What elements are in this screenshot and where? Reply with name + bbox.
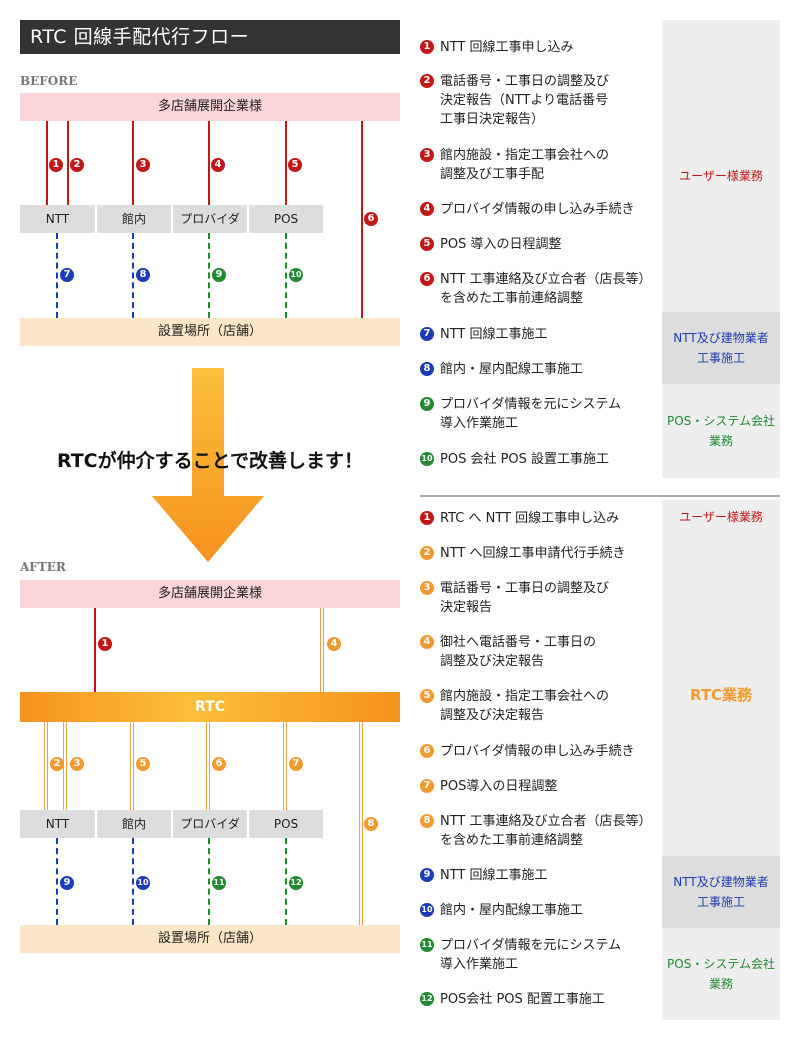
improvement-caption: RTCが仲介することで改善します！	[56, 450, 364, 472]
before-item-2: 2 電話番号・工事日の調整及び 決定報告（NTTより電話番号 工事日決定報告）	[420, 72, 662, 130]
after-line-1	[94, 608, 96, 692]
page-title: RTC 回線手配代行フロー	[20, 20, 400, 54]
before-line-1	[46, 121, 48, 205]
before-comp-provider: プロバイダ	[173, 205, 247, 233]
after-item-3: 3 電話番号・工事日の調整及び 決定報告	[420, 579, 662, 619]
after-marker-4: 4	[327, 637, 341, 651]
after-marker-8: 8	[364, 817, 378, 831]
before-comp-pos: POS	[249, 205, 323, 233]
after-marker-1: 1	[98, 637, 112, 651]
before-comp-ntt: NTT	[20, 205, 95, 233]
before-marker-3: 3	[136, 158, 150, 172]
after-line-4	[320, 608, 324, 692]
rtc-band: RTC	[20, 692, 400, 722]
after-item-4: 4 御社へ電話番号・工事日の 調整及び決定報告	[420, 633, 662, 673]
before-item-3: 3 館内施設・指定工事会社への 調整及び工事手配	[420, 146, 662, 186]
after-marker-9: 9	[60, 876, 74, 890]
after-marker-2: 2	[50, 757, 64, 771]
before-dash-9	[208, 233, 210, 318]
after-comp-provider: プロバイダ	[173, 810, 247, 838]
after-destination: 設置場所（店舗）	[20, 925, 400, 953]
after-item-2: 2 NTT へ回線工事申請代行手続き	[420, 544, 662, 564]
before-marker-4: 4	[211, 158, 225, 172]
before-item-8: 8 館内・屋内配線工事施工	[420, 360, 662, 380]
after-cat-pos: POS・システム会社 業務	[662, 928, 780, 1020]
before-marker-8: 8	[136, 268, 150, 282]
after-dash-12	[285, 838, 287, 925]
after-line-6	[206, 722, 210, 810]
before-line-2	[67, 121, 69, 205]
list-separator	[420, 495, 780, 497]
after-cat-rtc: RTC業務	[662, 534, 780, 856]
after-comp-pos: POS	[249, 810, 323, 838]
before-item-7: 7 NTT 回線工事施工	[420, 325, 662, 345]
after-cat-user: ユーザー様業務	[662, 500, 780, 534]
before-item-1: 1 NTT 回線工事申し込み	[420, 38, 662, 58]
before-marker-7: 7	[60, 268, 74, 282]
after-item-6: 6 プロバイダ情報の申し込み手続き	[420, 742, 662, 762]
after-marker-5: 5	[136, 757, 150, 771]
before-marker-5: 5	[288, 158, 302, 172]
after-dash-11	[208, 838, 210, 925]
after-item-5: 5 館内施設・指定工事会社への 調整及び決定報告	[420, 687, 662, 727]
before-line-3	[132, 121, 134, 205]
after-dash-9	[56, 838, 58, 925]
before-cat-user: ユーザー様業務	[662, 20, 780, 332]
after-item-1: 1 RTC へ NTT 回線工事申し込み	[420, 509, 662, 529]
after-dash-10	[132, 838, 134, 925]
before-marker-2: 2	[70, 158, 84, 172]
after-cat-ntt: NTT及び建物業者 工事施工	[662, 856, 780, 928]
after-line-7	[283, 722, 287, 810]
before-cat-ntt: NTT及び建物業者 工事施工	[662, 312, 780, 384]
after-line-5	[130, 722, 134, 810]
before-label: BEFORE	[20, 74, 78, 88]
after-item-11: 11 プロバイダ情報を元にシステム 導入作業施工	[420, 938, 622, 972]
before-line-6	[361, 121, 363, 318]
after-marker-12: 12	[289, 876, 303, 890]
before-item-4: 4 プロバイダ情報の申し込み手続き	[420, 200, 662, 220]
before-top-band: 多店舗展開企業様	[20, 93, 400, 121]
before-item-10: 10 POS 会社 POS 設置工事施工	[420, 452, 610, 467]
after-label: AFTER	[20, 560, 66, 574]
before-marker-1: 1	[49, 158, 63, 172]
after-item-7: 7 POS導入の日程調整	[420, 777, 662, 797]
after-top-band: 多店舗展開企業様	[20, 580, 400, 608]
after-item-10: 10 館内・屋内配線工事施工	[420, 903, 584, 918]
before-dash-7	[56, 233, 58, 318]
after-comp-ntt: NTT	[20, 810, 95, 838]
before-destination: 設置場所（店舗）	[20, 318, 400, 346]
after-comp-kannai: 館内	[97, 810, 171, 838]
before-line-5	[285, 121, 287, 205]
after-item-12: 12 POS会社 POS 配置工事施工	[420, 992, 605, 1007]
before-marker-9: 9	[212, 268, 226, 282]
after-line-2	[44, 722, 48, 810]
after-item-8: 8 NTT 工事連絡及び立合者（店長等） を含めた工事前連絡調整	[420, 812, 662, 852]
after-marker-10: 10	[136, 876, 150, 890]
before-marker-10: 10	[289, 268, 303, 282]
before-dash-8	[132, 233, 134, 318]
before-item-5: 5 POS 導入の日程調整	[420, 235, 662, 255]
after-marker-11: 11	[212, 876, 226, 890]
after-marker-3: 3	[70, 757, 84, 771]
before-dash-10	[285, 233, 287, 318]
after-line-8	[359, 722, 363, 925]
before-item-9: 9 プロバイダ情報を元にシステム 導入作業施工	[420, 395, 662, 435]
before-line-4	[208, 121, 210, 205]
after-marker-7: 7	[289, 757, 303, 771]
before-item-6: 6 NTT 工事連絡及び立合者（店長等） を含めた工事前連絡調整	[420, 270, 662, 310]
before-marker-6: 6	[364, 212, 378, 226]
after-item-9: 9 NTT 回線工事施工	[420, 866, 662, 886]
before-cat-pos: POS・システム会社 業務	[662, 384, 780, 478]
before-comp-kannai: 館内	[97, 205, 171, 233]
down-arrow-icon	[152, 368, 264, 562]
after-marker-6: 6	[212, 757, 226, 771]
